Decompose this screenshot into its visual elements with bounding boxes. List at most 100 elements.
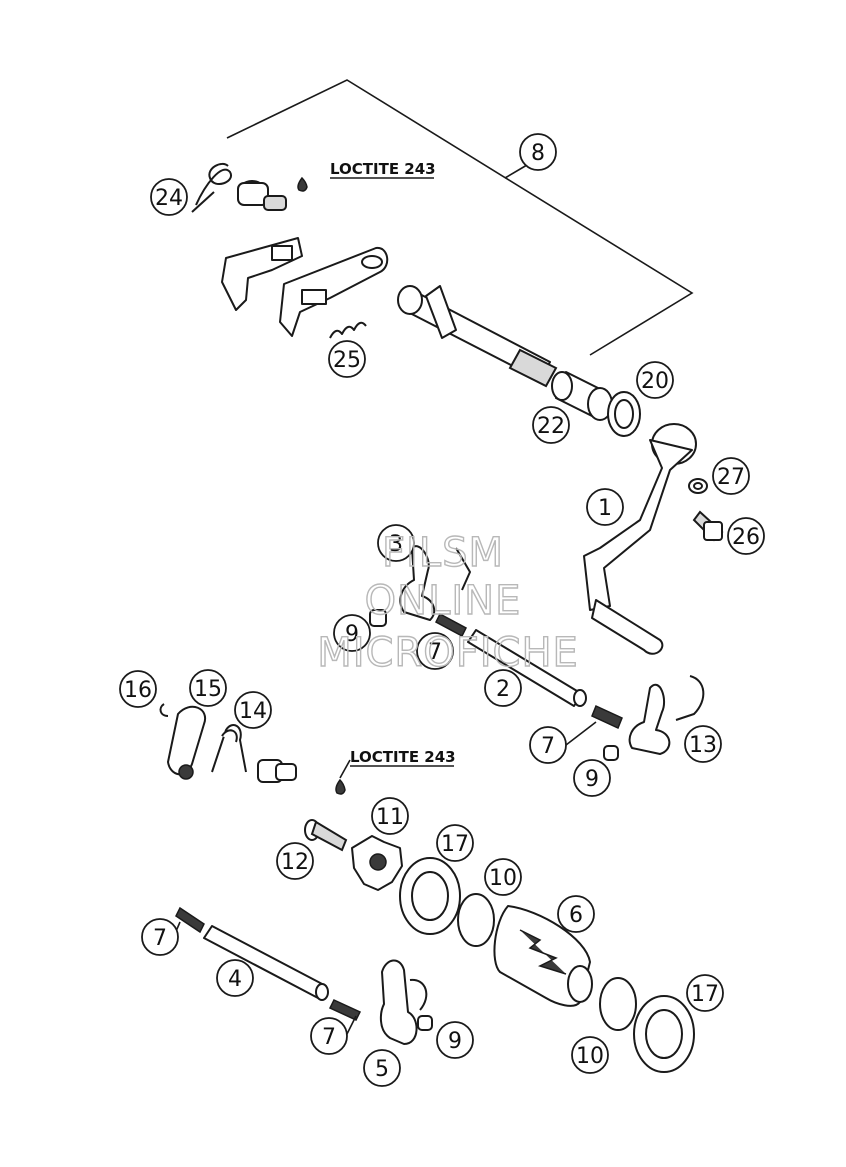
- loctite-drop-upper: [297, 176, 308, 192]
- callout-16: 16: [119, 670, 157, 708]
- svg-text:16: 16: [124, 678, 152, 703]
- loctite-label-upper: LOCTITE 243: [330, 160, 436, 178]
- svg-text:26: 26: [732, 525, 760, 550]
- watermark-line-2: ONLINE: [365, 578, 522, 624]
- callout-9-upper: 9: [333, 614, 371, 652]
- svg-text:25: 25: [333, 348, 361, 373]
- callout-9-mid: 9: [573, 759, 611, 797]
- shift-plate-left: [221, 237, 303, 311]
- callout-6: 6: [557, 895, 595, 933]
- svg-text:10: 10: [489, 866, 517, 891]
- svg-text:7: 7: [428, 640, 442, 665]
- screw-12: [304, 819, 348, 852]
- svg-text:27: 27: [717, 465, 745, 490]
- svg-text:2: 2: [496, 677, 510, 702]
- circlip-16: [159, 703, 169, 717]
- loctite-drop-lower: [335, 759, 351, 795]
- callout-7-lower-left: 7: [141, 918, 179, 956]
- watermark-line-1: FILSM: [382, 530, 504, 576]
- spring-7-mid: [591, 704, 623, 730]
- shift-plate-right: [279, 246, 389, 337]
- callout-7-mid: 7: [529, 726, 567, 764]
- shaft-2: [467, 629, 587, 707]
- callout-7-lower: 7: [310, 1017, 348, 1055]
- svg-text:8: 8: [531, 141, 545, 166]
- washer-10-lower: [599, 977, 637, 1031]
- svg-text:17: 17: [441, 832, 469, 857]
- washer-10-upper: [457, 893, 495, 947]
- bearing-17-lower: [633, 995, 695, 1073]
- svg-text:6: 6: [569, 903, 583, 928]
- shift-lever-1: [583, 423, 697, 655]
- spring-7-lower-left: [175, 906, 205, 934]
- shift-fork-5: [379, 959, 428, 1045]
- svg-text:3: 3: [389, 532, 403, 557]
- spring-clip-24: [191, 162, 232, 213]
- bushing-22: [551, 371, 613, 421]
- callout-25: 25: [328, 340, 366, 378]
- callout-17-upper: 17: [436, 824, 474, 862]
- spring-7-lower: [328, 999, 362, 1021]
- svg-text:4: 4: [228, 967, 242, 992]
- svg-text:9: 9: [585, 767, 599, 792]
- svg-text:24: 24: [155, 186, 183, 211]
- watermark-line-3: MICROFICHE: [317, 630, 579, 676]
- bolt-lower: [257, 759, 297, 783]
- shift-drum-6: [493, 905, 593, 1007]
- callout-1: 1: [586, 488, 624, 526]
- svg-text:15: 15: [194, 677, 222, 702]
- shift-shaft-8: [397, 285, 558, 388]
- callout-15: 15: [189, 669, 227, 707]
- svg-text:9: 9: [345, 622, 359, 647]
- bearing-17-upper: [399, 857, 461, 935]
- svg-text:22: 22: [537, 414, 565, 439]
- callout-22: 22: [532, 406, 570, 444]
- callout-5: 5: [363, 1049, 401, 1087]
- callout-3: 3: [377, 524, 415, 562]
- svg-text:17: 17: [691, 982, 719, 1007]
- svg-text:10: 10: [576, 1044, 604, 1069]
- callout-14: 14: [234, 691, 272, 729]
- callout-20: 20: [636, 361, 674, 399]
- callout-26: 26: [727, 517, 765, 555]
- callout-4: 4: [216, 959, 254, 997]
- svg-text:13: 13: [689, 733, 717, 758]
- svg-text:5: 5: [375, 1057, 389, 1082]
- svg-text:7: 7: [153, 926, 167, 951]
- spring-14: [211, 724, 247, 773]
- spring-7-upper: [435, 612, 467, 638]
- guide-roller-9-mid: [603, 745, 619, 761]
- svg-text:1: 1: [598, 496, 612, 521]
- callout-24: 24: [150, 178, 188, 216]
- screw-26: [692, 510, 724, 542]
- lever-15: [167, 705, 207, 780]
- spring-25: [329, 321, 367, 339]
- callout-7-upper: 7: [416, 632, 454, 670]
- svg-text:11: 11: [376, 805, 404, 830]
- guide-roller-9-upper: [369, 609, 387, 627]
- svg-text:9: 9: [448, 1029, 462, 1054]
- svg-text:7: 7: [541, 734, 555, 759]
- svg-text:20: 20: [641, 369, 669, 394]
- callout-9-lower: 9: [436, 1021, 474, 1059]
- callout-10-upper: 10: [484, 858, 522, 896]
- callout-8: 8: [519, 133, 557, 171]
- callout-27: 27: [712, 457, 750, 495]
- loctite-label-lower: LOCTITE 243: [350, 748, 456, 766]
- shift-fork-13: [628, 675, 705, 755]
- washer-27: [688, 478, 708, 494]
- guide-roller-9-lower: [417, 1015, 433, 1031]
- callout-11: 11: [371, 797, 409, 835]
- callout-10-lower: 10: [571, 1036, 609, 1074]
- callout-17-lower: 17: [686, 974, 724, 1012]
- seal-ring-20: [607, 391, 641, 437]
- svg-text:12: 12: [281, 850, 309, 875]
- svg-text:7: 7: [322, 1025, 336, 1050]
- callout-2: 2: [484, 669, 522, 707]
- watermark: FILSM ONLINE MICROFICHE: [316, 529, 579, 676]
- shift-fork-3: [399, 545, 471, 621]
- group-bracket-8: [226, 79, 694, 356]
- callout-13: 13: [684, 725, 722, 763]
- shaft-4: [203, 925, 329, 1001]
